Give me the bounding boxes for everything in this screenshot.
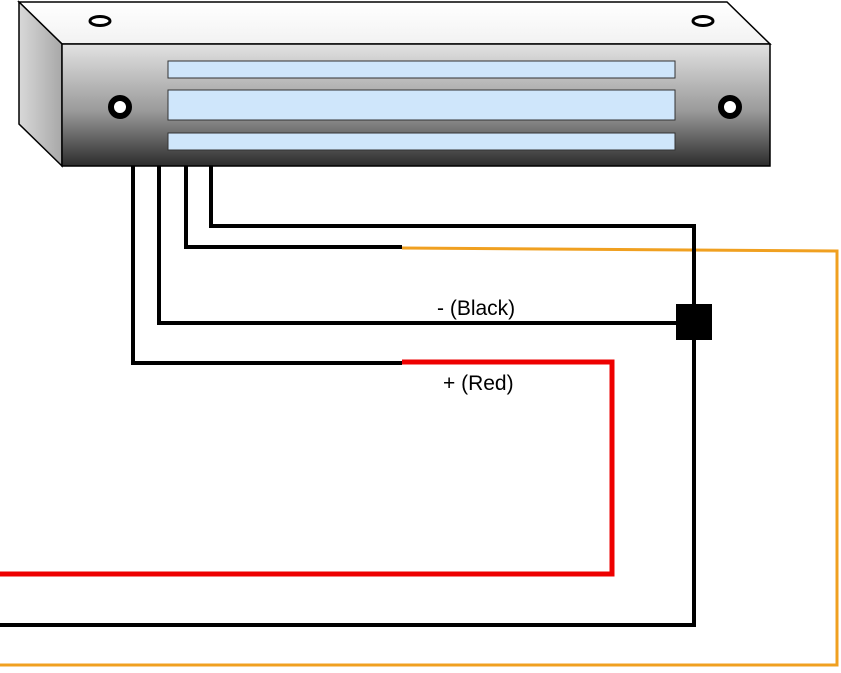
lead-wire-2	[184, 166, 402, 249]
front-mounting-hole-left	[108, 95, 132, 119]
orange-signal-wire	[0, 246, 839, 667]
lock-top-face	[17, 1, 772, 45]
junction-block	[676, 304, 712, 340]
lock-lead-wires	[131, 166, 402, 365]
negative-wire-label: - (Black)	[437, 297, 515, 320]
black-negative-wire	[0, 224, 696, 627]
lead-wire-4	[131, 166, 402, 365]
lead-wire-3	[157, 166, 402, 325]
magnet-slot-top	[167, 60, 676, 79]
magnet-slot-middle	[167, 89, 676, 121]
red-positive-wire	[0, 359, 615, 577]
top-mounting-hole-left	[88, 15, 112, 27]
magnet-slot-bottom	[167, 132, 676, 151]
top-mounting-hole-right	[691, 15, 715, 27]
electromagnetic-lock	[17, 0, 772, 168]
front-mounting-hole-right	[718, 95, 742, 119]
positive-wire-label: + (Red)	[443, 372, 514, 395]
lead-wire-1	[209, 166, 402, 228]
